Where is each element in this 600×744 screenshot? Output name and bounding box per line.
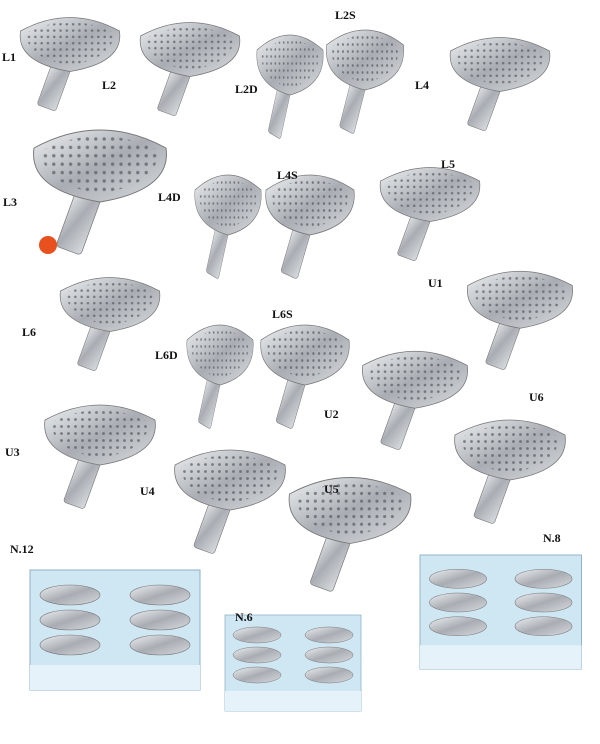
label-L2D: L2D [235,82,258,96]
label-L5: L5 [441,157,456,171]
label-L1: L1 [2,50,17,64]
label-L6S: L6S [272,307,293,321]
label-L6: L6 [22,325,37,339]
tray-L2D [256,34,324,140]
box-N12 [29,569,201,691]
tray-L4D [194,174,262,280]
tray-L1 [19,17,121,112]
box-N6 [224,614,362,712]
label-L3: L3 [3,195,18,209]
label-U6: U6 [529,390,544,404]
tray-U4 [174,449,286,555]
tray-U5 [288,476,412,593]
label-U2: U2 [324,407,339,421]
label-N6: N.6 [235,610,253,624]
label-N8: N.8 [543,531,561,545]
tray-U3 [44,404,156,510]
tray-L5 [379,167,481,262]
tray-L6D [186,324,254,430]
label-N12: N.12 [10,542,34,556]
tray-L2S [325,29,405,135]
label-U5: U5 [324,482,339,496]
tray-L3 [32,129,168,256]
label-L2: L2 [102,78,117,92]
red-marker [39,236,57,254]
tray-L4 [449,37,551,132]
label-L4D: L4D [158,190,181,204]
label-L4: L4 [415,78,430,92]
label-U4: U4 [140,484,155,498]
label-L6D: L6D [155,348,178,362]
tray-L6 [59,277,161,372]
label-L4S: L4S [277,168,298,182]
tray-L4S [265,174,355,280]
tray-U6 [454,419,566,525]
tray-U2 [361,350,469,451]
tray-U1 [466,270,574,371]
tray-L2 [139,22,241,117]
label-U3: U3 [5,445,20,459]
box-N8 [419,554,582,670]
label-L2S: L2S [335,8,356,22]
label-U1: U1 [428,276,443,290]
